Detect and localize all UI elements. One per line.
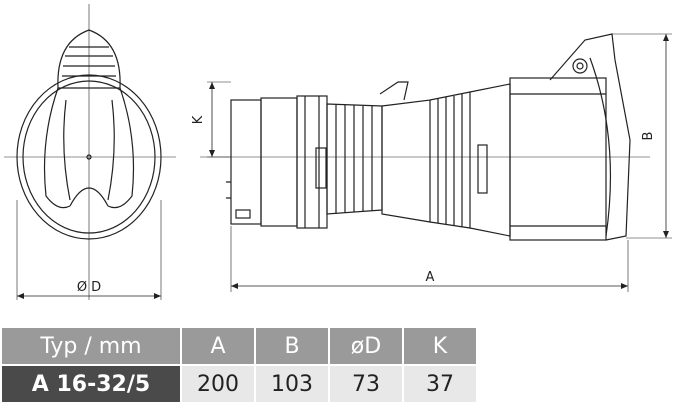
header-k: K [404,328,476,364]
row-type: A 16-32/5 [2,366,180,402]
dim-label-diameter: Ø D [77,280,101,295]
technical-drawing: Ø D A B K [4,4,672,300]
front-view [4,4,176,300]
table-header-row: Typ / mm A B øD K [2,328,476,364]
header-b: B [256,328,328,364]
dim-label-length: A [426,270,435,285]
value-a: 200 [182,366,254,402]
table-row: A 16-32/5 200 103 73 37 [2,366,476,402]
value-b: 103 [256,366,328,402]
header-diameter: øD [330,328,402,364]
dim-label-height: B [641,132,656,141]
dim-label-k: K [191,115,206,124]
value-k: 37 [404,366,476,402]
header-type: Typ / mm [2,328,180,364]
side-view [200,33,672,292]
spec-table: Typ / mm A B øD K A 16-32/5 200 103 73 3… [0,326,478,404]
header-a: A [182,328,254,364]
value-diameter: 73 [330,366,402,402]
